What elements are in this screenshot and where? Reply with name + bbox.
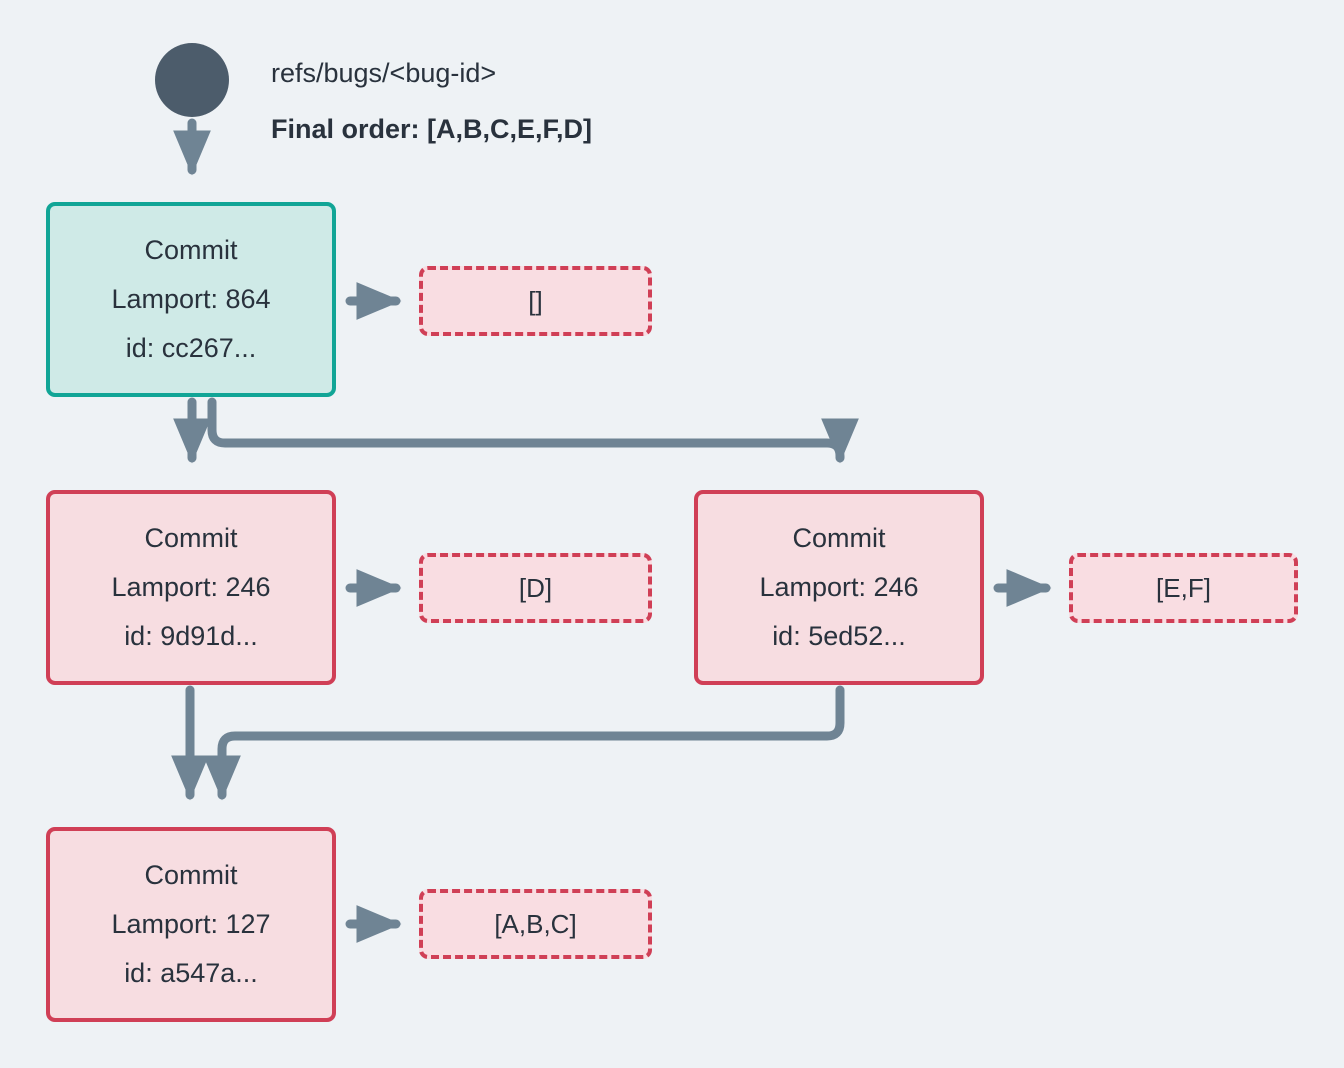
commit-title: Commit [792, 523, 886, 553]
commit-node-a547a[interactable]: Commit Lamport: 127 id: a547a... [46, 827, 336, 1022]
commit-lamport: Lamport: 127 [111, 909, 271, 939]
commit-lamport: Lamport: 246 [759, 572, 919, 602]
ops-badge-empty: [] [419, 266, 652, 336]
commit-node-5ed52[interactable]: Commit Lamport: 246 id: 5ed52... [694, 490, 984, 685]
ref-path-label: refs/bugs/<bug-id> [271, 58, 497, 88]
commit-node-cc267[interactable]: Commit Lamport: 864 id: cc267... [46, 202, 336, 397]
commit-id: id: 5ed52... [772, 621, 906, 651]
edge-5ed52-to-a547a [203, 685, 845, 801]
commit-title: Commit [144, 523, 238, 553]
final-order-label: Final order: [A,B,C,E,F,D] [271, 114, 593, 144]
ops-badge-d: [D] [419, 553, 652, 623]
commit-node-9d91d[interactable]: Commit Lamport: 246 id: 9d91d... [46, 490, 336, 685]
edge-cc267-to-5ed52 [207, 397, 859, 464]
commit-title: Commit [144, 860, 238, 890]
commit-id: id: 9d91d... [124, 621, 258, 651]
commit-id: id: a547a... [124, 958, 258, 988]
commit-lamport: Lamport: 246 [111, 572, 271, 602]
ops-badge-abc: [A,B,C] [419, 889, 652, 959]
commit-id: id: cc267... [125, 333, 257, 363]
commit-lamport: Lamport: 864 [111, 284, 271, 314]
commit-title: Commit [144, 235, 238, 265]
root-circle-node[interactable] [155, 43, 229, 117]
ops-badge-ef: [E,F] [1069, 553, 1298, 623]
